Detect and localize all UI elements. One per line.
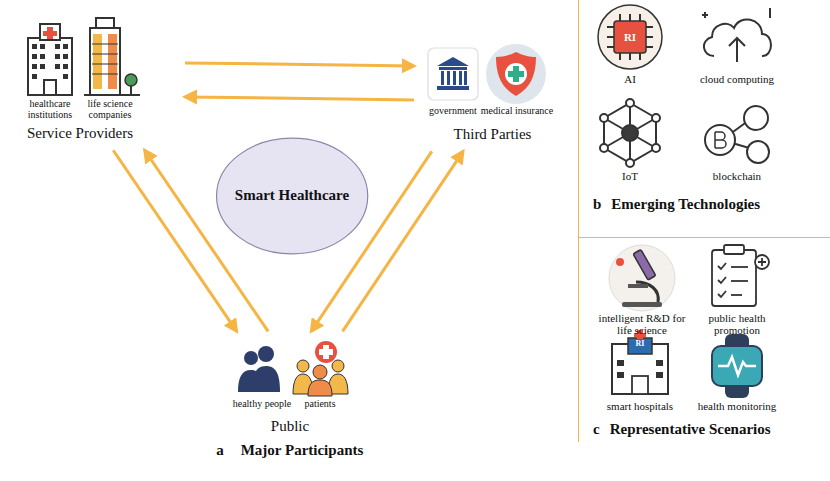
participant-group: Public <box>225 338 355 435</box>
node-title: Third Parties <box>454 126 532 143</box>
participant-group: Third Parties <box>420 25 565 143</box>
panel: b Emerging Technologies <box>578 0 830 237</box>
ai-chip-icon <box>598 5 662 69</box>
hospital-icon <box>28 24 72 95</box>
clipboard-icon <box>712 245 769 306</box>
icon-caption: medical insurance <box>475 105 559 116</box>
insurance-icon <box>486 44 546 104</box>
icon-caption: cloud computing <box>687 73 787 85</box>
icon-caption: AI <box>610 73 650 85</box>
hub-ellipse: Smart Healthcare <box>215 137 369 255</box>
panel-title: a <box>213 442 227 459</box>
panel-letter: b <box>593 196 601 213</box>
icon-caption: life science companies <box>79 98 141 120</box>
blockchain-icon <box>705 106 769 163</box>
icon-caption: healthcare institutions <box>19 98 81 120</box>
company-tower-icon <box>84 18 140 95</box>
icon-caption: public health promotion <box>699 312 775 336</box>
flow-arrow <box>185 63 414 66</box>
patients-icon <box>293 341 348 396</box>
smart-hospital-icon <box>612 330 668 394</box>
icon-caption: healthy people <box>226 398 298 409</box>
icon-caption: government <box>418 105 488 116</box>
flow-arrow <box>113 150 236 331</box>
node-title: Emerging Technologies <box>611 196 760 213</box>
node-title: Smart Healthcare <box>235 187 349 204</box>
icon-caption: IoT <box>610 170 650 182</box>
panel-letter: c <box>593 421 600 438</box>
panel-title: Major Participants <box>227 442 377 459</box>
icon-caption: health monitoring <box>687 400 787 412</box>
node-title: Representative Scenarios <box>610 421 771 438</box>
node-title: Public <box>271 418 309 435</box>
flow-arrow <box>185 97 414 100</box>
iot-icon <box>600 99 660 167</box>
ellipse-shape <box>216 138 367 254</box>
icon-caption: smart hospitals <box>595 400 685 412</box>
microscope-icon <box>609 245 675 311</box>
healthy-people-icon <box>238 346 280 392</box>
icon-caption: RI <box>615 31 645 43</box>
government-icon <box>428 48 478 100</box>
icon-caption: patients <box>295 398 345 409</box>
icon-caption: blockchain <box>697 170 777 182</box>
participant-group: Service Providers <box>10 15 150 142</box>
cloud-icon <box>702 8 771 62</box>
icon-caption: RI <box>628 340 652 349</box>
node-title: Service Providers <box>27 125 133 142</box>
icon-caption: intelligent R&D for life science <box>594 312 690 336</box>
health-watch-icon <box>712 334 762 398</box>
